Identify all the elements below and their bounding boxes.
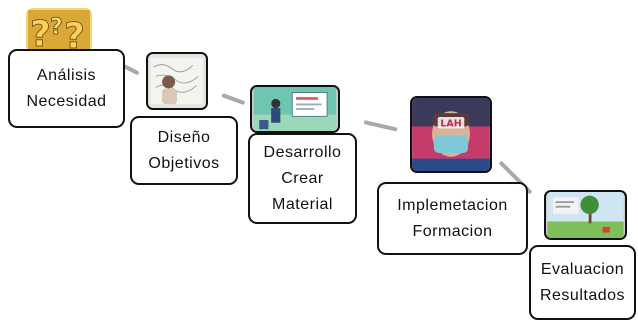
step-label-line: Implemetacion	[397, 196, 508, 214]
step-label-line: Necesidad	[26, 92, 107, 110]
step-box-desarrollo: Desarrollo Crear Material	[248, 133, 357, 224]
connector-line	[221, 93, 246, 106]
tree-landscape-photo	[544, 190, 627, 240]
step-box-evaluacion: Evaluacion Resultados	[529, 245, 636, 320]
svg-text:?: ?	[64, 16, 85, 52]
presentation-illustration	[250, 85, 340, 133]
connector-line	[363, 120, 398, 132]
step-label-line: Formacion	[412, 222, 493, 240]
step-label-line: Evaluacion	[540, 260, 625, 278]
step-label-line: Análisis	[36, 66, 97, 84]
step-label-line: Objetivos	[148, 154, 220, 172]
step-label-line: Desarrollo	[263, 143, 342, 161]
svg-text:?: ?	[30, 14, 51, 52]
question-marks-icon: ? ? ?	[26, 8, 92, 52]
step-label-line: Resultados	[539, 286, 626, 304]
photo-caption: LAH	[440, 118, 461, 129]
step-box-analisis: Análisis Necesidad	[8, 49, 125, 128]
step-box-diseno: Diseño Objetivos	[130, 116, 238, 185]
svg-text:?: ?	[50, 15, 63, 40]
step-box-implementacion: Implemetacion Formacion	[377, 182, 528, 255]
masked-person-photo: LAH	[410, 96, 492, 173]
step-label-line: Diseño	[157, 128, 211, 146]
person-planning-photo	[146, 52, 208, 110]
step-label-line: Material	[272, 195, 333, 213]
step-label-line: Crear	[281, 169, 324, 187]
